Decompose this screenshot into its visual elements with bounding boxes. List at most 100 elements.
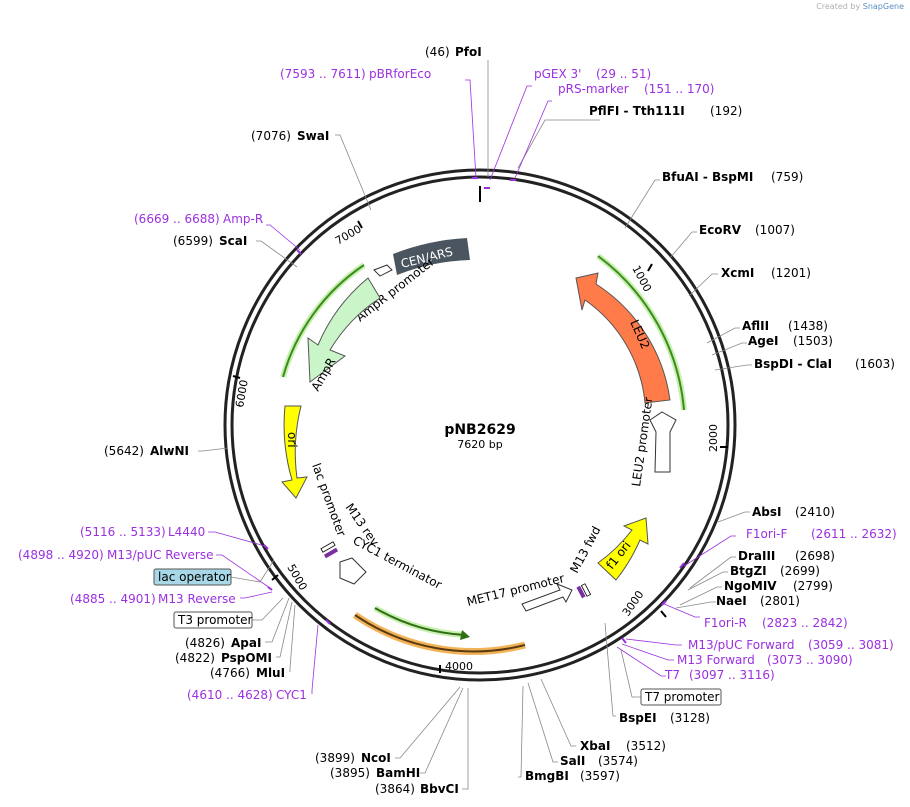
site-name: NaeI — [716, 594, 747, 608]
site-alwni: (5642) AlwNI — [104, 444, 189, 458]
feature-label-met17-promoter: MET17 promoter — [465, 571, 566, 609]
t7-promoter-text: T7 promoter — [644, 690, 720, 704]
m13-rev-marks — [320, 541, 339, 559]
primer-range: (151 .. 170) — [644, 82, 714, 96]
lac-operator-text: lac operator — [158, 570, 231, 584]
site-swai: (7076)SwaI — [251, 129, 329, 143]
plasmid-name: pNB2629 — [444, 422, 515, 438]
site-bspei: BspEI(3128) — [619, 711, 710, 725]
site-name: PfoI — [455, 45, 482, 59]
feature-ampr: AmpR — [280, 262, 381, 394]
feature-label-cyc1-terminator: CYC1 terminator — [351, 533, 445, 592]
site-name: MluI — [256, 666, 285, 680]
site-xbai: XbaI (3512) — [580, 739, 666, 753]
primer-name: pBRforEco — [369, 67, 431, 81]
primer-m13-forward: M13 Forward(3073 .. 3090) — [677, 653, 853, 667]
site-name: ScaI — [219, 234, 247, 248]
site-name: BtgZI — [730, 564, 767, 578]
primer-name: T7 — [664, 668, 680, 682]
lac-operator-label: lac operator — [153, 559, 275, 586]
t3-promoter-label: T3 promoter — [173, 597, 284, 629]
feature-label-m13-fwd: M13 fwd — [567, 524, 603, 576]
site-name: AgeI — [748, 334, 778, 348]
site-name: XbaI — [580, 739, 610, 753]
feature-label-lac-promoter: lac promoter — [309, 461, 348, 538]
site-pos: (3574) — [598, 754, 638, 768]
site-bbvci: (3864)BbvCI — [375, 782, 459, 796]
site-aflii: AflII (1438) — [742, 319, 828, 333]
site-pos: (192) — [710, 104, 742, 118]
primer-name: pRS-marker — [558, 82, 629, 96]
feature-green-bottom — [373, 605, 470, 640]
feature-label-leu2-promoter: LEU2 promoter — [629, 396, 655, 487]
site-name: BspDI - ClaI — [754, 357, 832, 371]
site-pos: (5642) — [104, 444, 144, 458]
site-name: BspEI — [619, 711, 657, 725]
primer-range: (5116 .. 5133) — [80, 525, 166, 539]
site-bamhi: (3895)BamHI — [330, 766, 420, 780]
primer-name: M13/pUC Reverse — [107, 548, 214, 562]
site-bspdi-clai: BspDI - ClaI (1603) — [754, 357, 895, 371]
feature-ori: ori — [281, 405, 308, 499]
feature-leu2-promoter-arrow — [649, 411, 677, 473]
primer-range: (4610 .. 4628) — [187, 688, 273, 702]
site-name: DraIII — [738, 549, 775, 563]
feature-amp-promoter-arrow — [373, 264, 393, 277]
primer-leader-lines — [208, 79, 736, 694]
site-pos: (1201) — [771, 266, 811, 280]
site-sali: SalI (3574) — [560, 754, 638, 768]
feature-label-ori: ori — [285, 432, 299, 448]
site-pos: (3895) — [330, 766, 370, 780]
primer-range: (4898 .. 4920) — [18, 548, 104, 562]
feature-cyc1-orange — [353, 612, 526, 655]
site-name: SalI — [560, 754, 585, 768]
site-pos: (1503) — [793, 334, 833, 348]
site-pos: (7076) — [251, 129, 291, 143]
site-name: PspOMI — [221, 651, 272, 665]
site-pos: (1007) — [755, 223, 795, 237]
site-name: BmgBI — [525, 769, 569, 783]
site-leader-lines — [198, 60, 752, 790]
site-name: AflII — [742, 319, 769, 333]
site-pos: (4822) — [175, 651, 215, 665]
site-pos: (1438) — [788, 319, 828, 333]
tick-5000: 5000 — [284, 562, 309, 593]
primer-m13-puc-reverse: (4898 .. 4920)M13/pUC Reverse — [18, 548, 214, 562]
site-draiii: DraIII (2698) — [738, 549, 835, 563]
site-apai: (4826)ApaI — [185, 636, 261, 650]
primer-range: (7593 .. 7611) — [280, 67, 366, 81]
primer-name: CYC1 — [276, 688, 307, 702]
primer-range: (29 .. 51) — [596, 67, 651, 81]
site-pos: (1603) — [855, 357, 895, 371]
site-pos: (3899) — [315, 751, 355, 765]
site-pos: (2410) — [795, 505, 835, 519]
feature-met17-promoter-arrow — [521, 583, 573, 612]
primer-range: (6669 .. 6688) — [134, 212, 220, 226]
primer-pbrforeco: (7593 .. 7611)pBRforEco — [280, 67, 431, 81]
site-name: AlwNI — [150, 444, 189, 458]
primer-m13-puc-forward: M13/pUC Forward(3059 .. 3081) — [688, 638, 894, 652]
primer-name: pGEX 3' — [534, 67, 581, 81]
backbone — [223, 168, 737, 682]
site-pos: (2698) — [795, 549, 835, 563]
site-ecorv: EcoRV(1007) — [699, 223, 795, 237]
m13-fwd-marks — [576, 583, 592, 599]
site-name: NcoI — [361, 751, 391, 765]
primer-prs-marker: pRS-marker (151 .. 170) — [558, 82, 714, 96]
restriction-sites: (46)PfoI PflFI - Tth111I(192) BfuAI - Bs… — [104, 45, 895, 796]
credit-prefix: Created by — [816, 2, 861, 11]
primer-markers — [263, 177, 685, 644]
site-pos: (3597) — [580, 769, 620, 783]
primer-name: L4440 — [168, 525, 205, 539]
primer-m13-reverse: (4885 .. 4901)M13 Reverse — [70, 592, 236, 606]
primer-f1ori-r: F1ori-R(2823 .. 2842) — [704, 616, 848, 630]
t7-promoter-label: T7 promoter — [620, 649, 722, 706]
primer-name: M13 Reverse — [158, 592, 236, 606]
primer-range: (2611 .. 2632) — [811, 527, 897, 541]
site-pos: (3512) — [626, 739, 666, 753]
snapgene-logo-text: SnapGene — [862, 2, 904, 11]
primer-name: Amp-R — [223, 212, 263, 226]
primer-f1ori-f: F1ori-F (2611 .. 2632) — [746, 527, 897, 541]
primer-name: F1ori-F — [746, 527, 787, 541]
primer-labels: (7593 .. 7611)pBRforEco pGEX 3' (29 .. 51… — [18, 67, 897, 702]
